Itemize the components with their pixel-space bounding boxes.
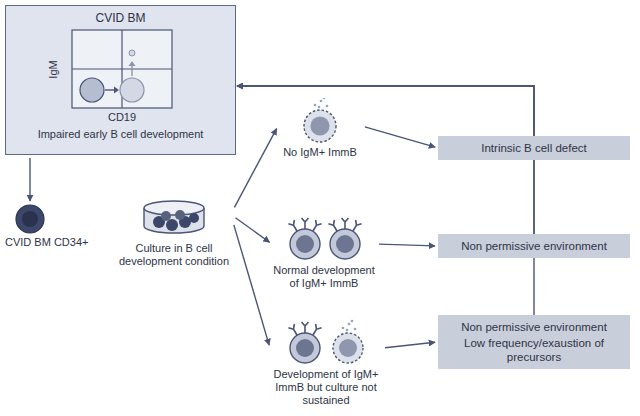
outcome-box: Non permissive environmentLow frequency/… [438, 315, 630, 369]
outcome-box: Intrinsic B cell defect [438, 136, 630, 160]
axis-label-x: CD19 [102, 111, 142, 124]
node-text: No IgM+ ImmB [278, 146, 362, 159]
flow-arrow [234, 225, 269, 345]
node-text: CVID BM [6, 12, 235, 25]
flow-arrow [29, 158, 30, 201]
flow-arrow [234, 129, 276, 208]
flow-arrow [237, 86, 534, 315]
node-text: CVID BM CD34+ [5, 236, 135, 249]
cell-figure: Normal development of IgM+ ImmB [272, 212, 376, 290]
cell-illustration [278, 98, 362, 146]
flow-arrow [237, 86, 534, 136]
cell-figure: CVID BM CD34+ [5, 204, 135, 249]
node-text: Non permissive environment [446, 239, 622, 253]
axis-label-y: IgM [47, 60, 60, 78]
flow-arrow [235, 218, 269, 243]
node-text: Intrinsic B cell defect [446, 141, 622, 155]
cell-figure: No IgM+ ImmB [278, 98, 362, 159]
cell-figure: Culture in B cell development condition [115, 196, 233, 268]
cell-illustration [115, 196, 233, 242]
node-text: Low frequency/exaustion of precursors [446, 336, 622, 364]
cell-illustration [5, 204, 135, 236]
node-text: Culture in B cell development condition [115, 242, 233, 268]
node-text: Development of IgM+ ImmB but culture not… [270, 368, 382, 407]
flow-arrow [385, 342, 435, 347]
cell-illustration [270, 318, 382, 368]
flow-arrow [365, 127, 435, 147]
node-text: Normal development of IgM+ ImmB [272, 264, 376, 290]
node-text: Non permissive environment [446, 320, 622, 334]
cvid-bm-panel: CVID BM Impaired early B cell development… [5, 5, 236, 155]
cell-illustration [272, 212, 376, 264]
node-text: Impaired early B cell development [12, 128, 229, 141]
flow-arrow [237, 86, 534, 234]
cell-figure: Development of IgM+ ImmB but culture not… [270, 318, 382, 407]
outcome-box: Non permissive environment [438, 234, 630, 258]
flow-arrow [379, 244, 435, 246]
